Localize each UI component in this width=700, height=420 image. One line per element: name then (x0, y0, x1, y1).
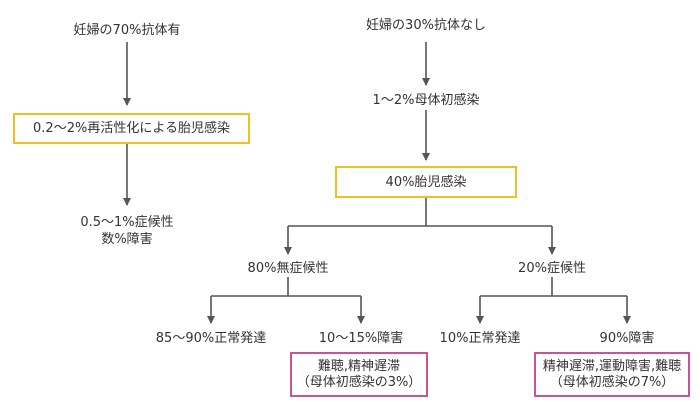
asym-outcome-rate: （母体初感染の3%） (296, 374, 422, 390)
node-sym-outcome: 精神遅滞,運動障害,難聴 （母体初感染の7%） (534, 352, 690, 397)
left-outcome-disorder: 数%障害 (101, 232, 153, 247)
sym-outcome-symptoms: 精神遅滞,運動障害,難聴 (542, 358, 682, 374)
node-asym-outcome: 難聴,精神遅滞 （母体初感染の3%） (290, 352, 428, 397)
node-fetal-infection-label: 40%胎児感染 (385, 174, 467, 190)
node-asym-normal-development: 85～90%正常発達 (155, 331, 267, 346)
node-asymptomatic: 80%無症候性 (247, 261, 329, 276)
node-symptomatic: 20%症候性 (518, 261, 586, 276)
node-left-outcome: 0.5～1%症候性 数%障害 (57, 214, 197, 248)
asym-outcome-symptoms: 難聴,精神遅滞 (317, 358, 401, 374)
node-sym-normal-development: 10%正常発達 (439, 331, 521, 346)
node-asym-disorder: 10～15%障害 (318, 331, 404, 346)
node-primary-maternal-infection: 1～2%母体初感染 (372, 93, 480, 108)
left-outcome-symptomatic: 0.5～1%症候性 (80, 215, 174, 230)
node-reactivation-fetal-infection: 0.2～2%再活性化による胎児感染 (13, 113, 250, 144)
node-fetal-infection: 40%胎児感染 (335, 166, 517, 198)
node-antibody-negative: 妊婦の30%抗体なし (366, 18, 486, 33)
node-antibody-positive: 妊婦の70%抗体有 (73, 23, 181, 38)
node-reactivation-label: 0.2～2%再活性化による胎児感染 (33, 121, 230, 136)
sym-outcome-rate: （母体初感染の7%） (549, 374, 675, 390)
node-sym-disorder: 90%障害 (599, 331, 655, 346)
